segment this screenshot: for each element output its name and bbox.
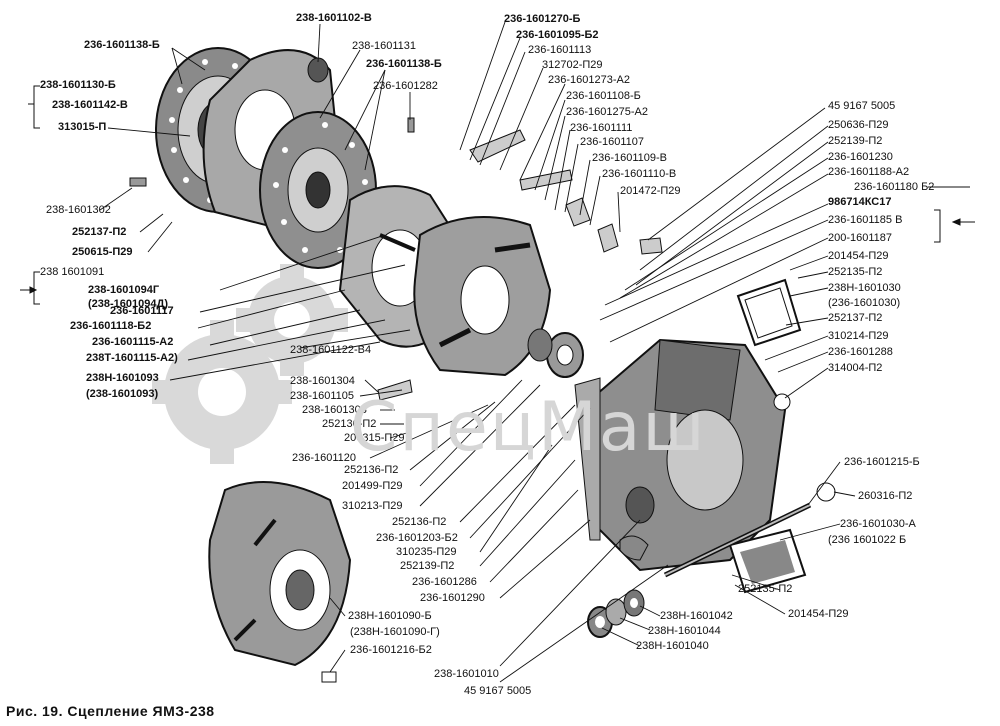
label-part: 236-1601113 (528, 44, 592, 56)
bracket-group-1 (28, 85, 941, 305)
label-part: 238-1601308 (302, 404, 367, 416)
label-part: 312702-П29 (542, 59, 603, 71)
label-part: 250615-П29 (72, 246, 133, 258)
label-part: 252136-П2 (322, 418, 377, 430)
label-part: 236-1601273-А2 (548, 74, 630, 86)
label-part: 236-1601288 (828, 346, 893, 358)
label-part: 260316-П2 (858, 490, 913, 502)
label-part: 236-1601095-Б2 (516, 29, 599, 41)
label-part: 236-1601215-Б (844, 456, 920, 468)
label-part: 310213-П29 (342, 500, 403, 512)
label-part: 238-1601130-Б (40, 79, 116, 91)
label-part: 236-1601118-Б2 (70, 320, 152, 332)
arrows (20, 186, 975, 294)
label-part: 238-1601105 (290, 390, 355, 402)
label-part: 236-1601275-А2 (566, 106, 648, 118)
label-part: 252135-П2 (828, 266, 883, 278)
label-part: 238-1601142-В (52, 99, 128, 111)
label-part: 236-1601185 В (828, 214, 903, 226)
label-part: 252137-П2 (828, 312, 883, 324)
label-part: 201472-П29 (620, 185, 681, 197)
label-part: 310235-П29 (396, 546, 457, 558)
label-part: 200315-П29 (344, 432, 405, 444)
label-part: 236-1601138-Б (84, 39, 160, 51)
bearings-seals (321, 393, 836, 683)
label-part: 313015-П (58, 121, 107, 133)
label-part: 45 9167 5005 (828, 100, 896, 112)
release-levers (129, 117, 663, 541)
label-part: 238Н-1601090-Б (348, 610, 432, 622)
label-part: 236-1601230 (828, 151, 893, 163)
label-part: 236-1601117 (110, 305, 174, 317)
watermark-text: СпецМаш (350, 388, 707, 467)
label-part: 238-1601302 (46, 204, 111, 216)
label-part: 238-1601010 (434, 668, 499, 680)
label-part: 238Н-1601093 (86, 372, 159, 384)
bell-housing (589, 338, 787, 572)
label-part: 236-1601120 (292, 452, 357, 464)
label-part: 238-1601304 (290, 375, 355, 387)
label-part: 238Н-1601044 (648, 625, 721, 637)
label-part: 236-1601110-В (602, 168, 677, 180)
label-part: 238-1601122-В4 (290, 344, 372, 356)
label-part: 236-1601109-В (592, 152, 668, 164)
label-part: 201499-П29 (342, 480, 403, 492)
label-part: 238-1601094Г (88, 284, 160, 296)
label-part: 236-1601030-А (840, 518, 916, 530)
label-part: 200-1601187 (828, 232, 893, 244)
leader-lines (99, 21, 856, 683)
label-part: 236-1601108-Б (566, 90, 641, 102)
watermark-gear-icon (152, 264, 348, 464)
label-part: 236-1601188-А2 (828, 166, 910, 178)
clutch-assembly (208, 481, 352, 667)
figure-caption: Рис. 19. Сцепление ЯМЗ-238 (6, 703, 215, 719)
label-part: 252136-П2 (344, 464, 399, 476)
label-part: 236-1601216-Б2 (350, 644, 432, 656)
label-part: 252139-П2 (400, 560, 455, 572)
label-part: 252135-П2 (738, 583, 793, 595)
label-part: 238-1601131 (352, 40, 417, 52)
label-part: 236-1601282 (373, 80, 438, 92)
label-part: 236-1601290 (420, 592, 485, 604)
label-part: 252139-П2 (828, 135, 883, 147)
label-part: 238 1601091 (40, 266, 105, 278)
label-part: 238-1601102-В (296, 12, 372, 24)
label-part: 236-1601111 (570, 122, 633, 134)
inspection-cover (728, 278, 807, 594)
label-part: 236-1601203-Б2 (376, 532, 458, 544)
label-part: 236-1601107 (580, 136, 645, 148)
label-part: (238-1601093) (86, 388, 159, 400)
label-part: 252136-П2 (392, 516, 447, 528)
label-part: (238Н-1601090-Г) (350, 626, 440, 638)
label-part: 238Т-1601115-А2) (86, 352, 178, 364)
label-part: 236-1601180 Б2 (854, 181, 935, 193)
label-part: 986714КС17 (828, 196, 892, 208)
label-part: 236-1601270-Б (504, 13, 581, 25)
label-part: (236 1601022 Б (828, 534, 907, 546)
release-bearing (527, 328, 584, 378)
label-part: 236-1601286 (412, 576, 477, 588)
label-part: 236-1601115-А2 (92, 336, 174, 348)
label-part: 238Н-1601042 (660, 610, 733, 622)
label-part: 310214-П29 (828, 330, 889, 342)
release-shaft (663, 502, 812, 578)
label-part: 238Н-1601030 (828, 282, 901, 294)
label-part: 201454-П29 (828, 250, 889, 262)
label-part: 250636-П29 (828, 119, 889, 131)
label-part: 252137-П2 (72, 226, 127, 238)
label-part: 314004-П2 (828, 362, 883, 374)
label-part: 201454-П29 (788, 608, 849, 620)
label-part: (236-1601030) (828, 297, 901, 309)
label-part: (238-1601094Д) (88, 298, 169, 310)
label-part: 236-1601138-Б (366, 58, 442, 70)
label-part: 238Н-1601040 (636, 640, 709, 652)
label-part: 45 9167 5005 (464, 685, 532, 697)
